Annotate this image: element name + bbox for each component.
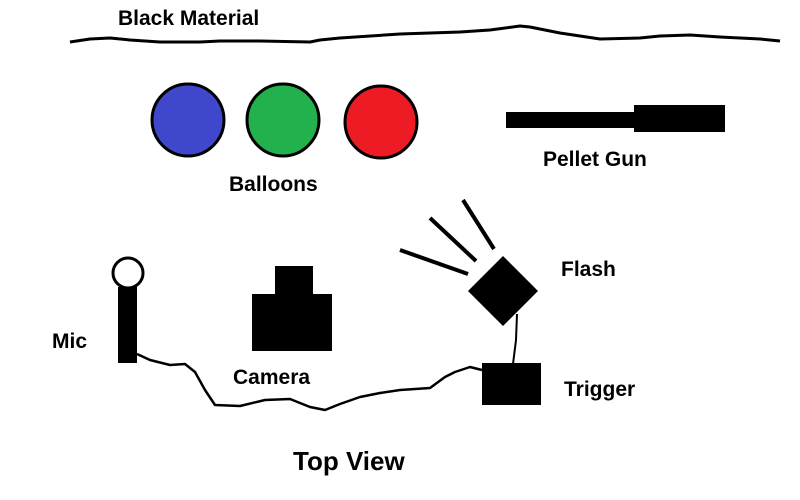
trigger-label: Trigger: [564, 378, 635, 401]
pellet-gun-barrel: [506, 112, 638, 128]
mic-trigger-wire: [136, 352, 483, 412]
camera-label: Camera: [233, 366, 310, 389]
black-material-label: Black Material: [118, 7, 259, 30]
camera-top: [275, 266, 313, 296]
flash-label: Flash: [561, 258, 616, 281]
mic-stick: [118, 287, 137, 363]
pellet-gun-label: Pellet Gun: [543, 148, 647, 171]
flash-ray-1: [399, 248, 469, 276]
flash-ray-3: [461, 198, 496, 251]
red-balloon: [343, 84, 419, 160]
trigger-box: [482, 363, 541, 405]
top-view-title: Top View: [293, 446, 405, 476]
blue-balloon: [150, 82, 226, 158]
flash-trigger-wire: [512, 313, 518, 365]
flash-ray-2: [428, 216, 478, 263]
green-balloon: [245, 82, 321, 158]
mic-head: [111, 256, 145, 290]
camera-body: [252, 294, 332, 351]
flash-unit: [468, 256, 538, 326]
mic-label: Mic: [52, 330, 87, 353]
black-material-line: [69, 24, 781, 44]
balloons-label: Balloons: [229, 173, 318, 196]
pellet-gun-body: [634, 105, 725, 132]
